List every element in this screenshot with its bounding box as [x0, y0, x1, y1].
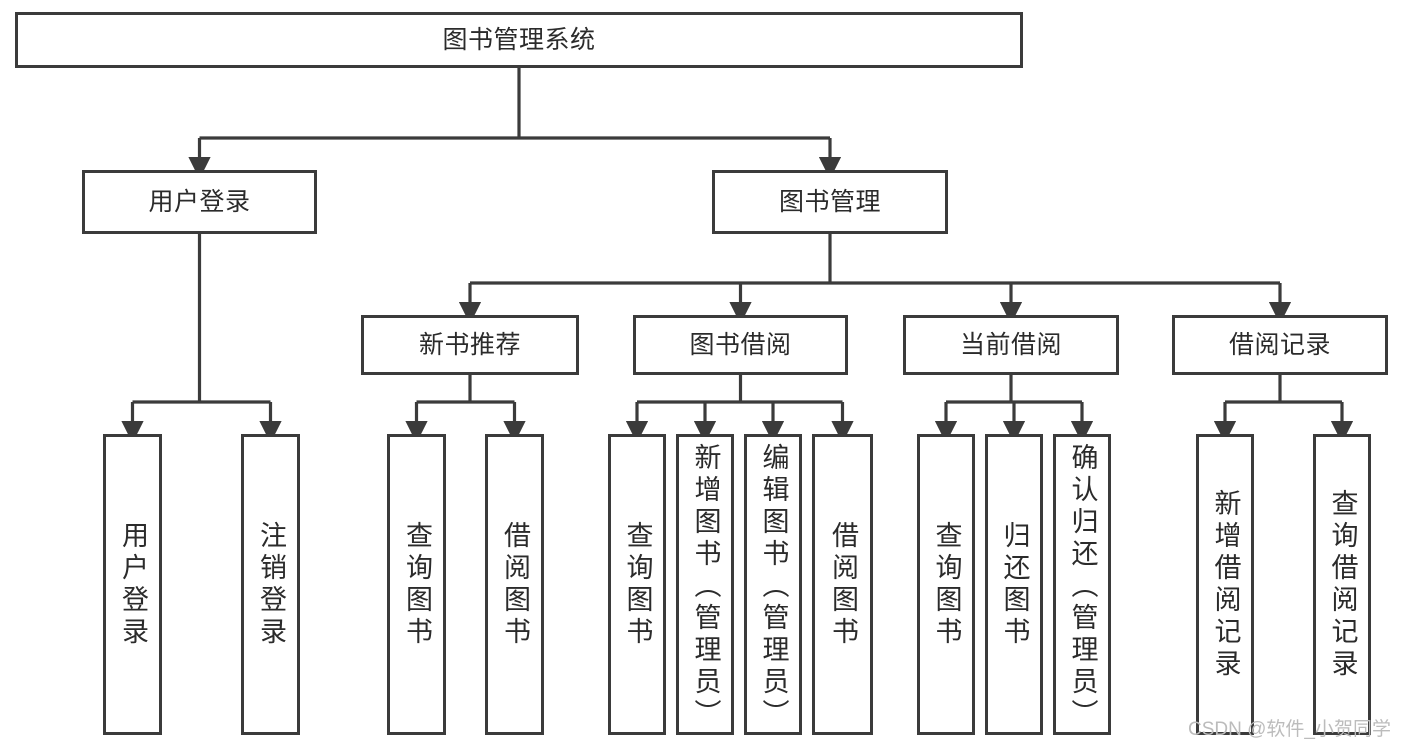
node-newbook[interactable]: 新书推荐 [361, 315, 579, 375]
watermark-text: CSDN @软件_小贺同学 [1188, 719, 1391, 740]
node-label: 注销登录 [256, 520, 286, 649]
node-label: 查询图书 [402, 520, 432, 649]
node-f-querybook3[interactable]: 查询图书 [917, 434, 975, 735]
node-label: 归还图书 [999, 520, 1030, 649]
node-label: 用户登录 [148, 187, 251, 216]
node-label: 查询借阅记录 [1327, 488, 1358, 681]
node-borrow[interactable]: 图书借阅 [633, 315, 848, 375]
node-label: 图书借阅 [689, 330, 792, 359]
node-label: 图书管理 [778, 187, 881, 216]
node-root[interactable]: 图书管理系统 [15, 12, 1023, 68]
node-bookmgmt[interactable]: 图书管理 [712, 170, 948, 234]
node-f-querybook2[interactable]: 查询图书 [608, 434, 666, 735]
node-f-editbook[interactable]: 编辑图书（管理员） [744, 434, 802, 735]
node-label: 当前借阅 [959, 330, 1062, 359]
node-label: 查询图书 [931, 520, 962, 649]
node-f-returnbook[interactable]: 归还图书 [985, 434, 1043, 735]
node-label: 查询图书 [622, 520, 653, 649]
node-f-borrowbook2[interactable]: 借阅图书 [812, 434, 873, 735]
node-label: 确认归还（管理员） [1067, 443, 1098, 731]
node-f-confirm[interactable]: 确认归还（管理员） [1053, 434, 1111, 735]
node-label: 图书管理系统 [442, 25, 596, 54]
node-current[interactable]: 当前借阅 [903, 315, 1119, 375]
node-f-addbook[interactable]: 新增图书（管理员） [676, 434, 734, 735]
node-login[interactable]: 用户登录 [82, 170, 317, 234]
node-label: 新增图书（管理员） [690, 443, 721, 731]
node-f-logout[interactable]: 注销登录 [241, 434, 300, 735]
node-label: 用户登录 [118, 520, 148, 649]
node-f-queryrec[interactable]: 查询借阅记录 [1313, 434, 1371, 735]
node-f-addrec[interactable]: 新增借阅记录 [1196, 434, 1254, 735]
node-f-borrowbook1[interactable]: 借阅图书 [485, 434, 544, 735]
node-f-login[interactable]: 用户登录 [103, 434, 162, 735]
node-label: 借阅记录 [1228, 330, 1331, 359]
node-label: 借阅图书 [500, 520, 530, 649]
node-label: 新书推荐 [418, 330, 521, 359]
node-label: 编辑图书（管理员） [758, 443, 789, 731]
node-label: 新增借阅记录 [1210, 488, 1241, 681]
node-records[interactable]: 借阅记录 [1172, 315, 1388, 375]
node-label: 借阅图书 [828, 520, 858, 649]
node-f-querybook1[interactable]: 查询图书 [387, 434, 446, 735]
